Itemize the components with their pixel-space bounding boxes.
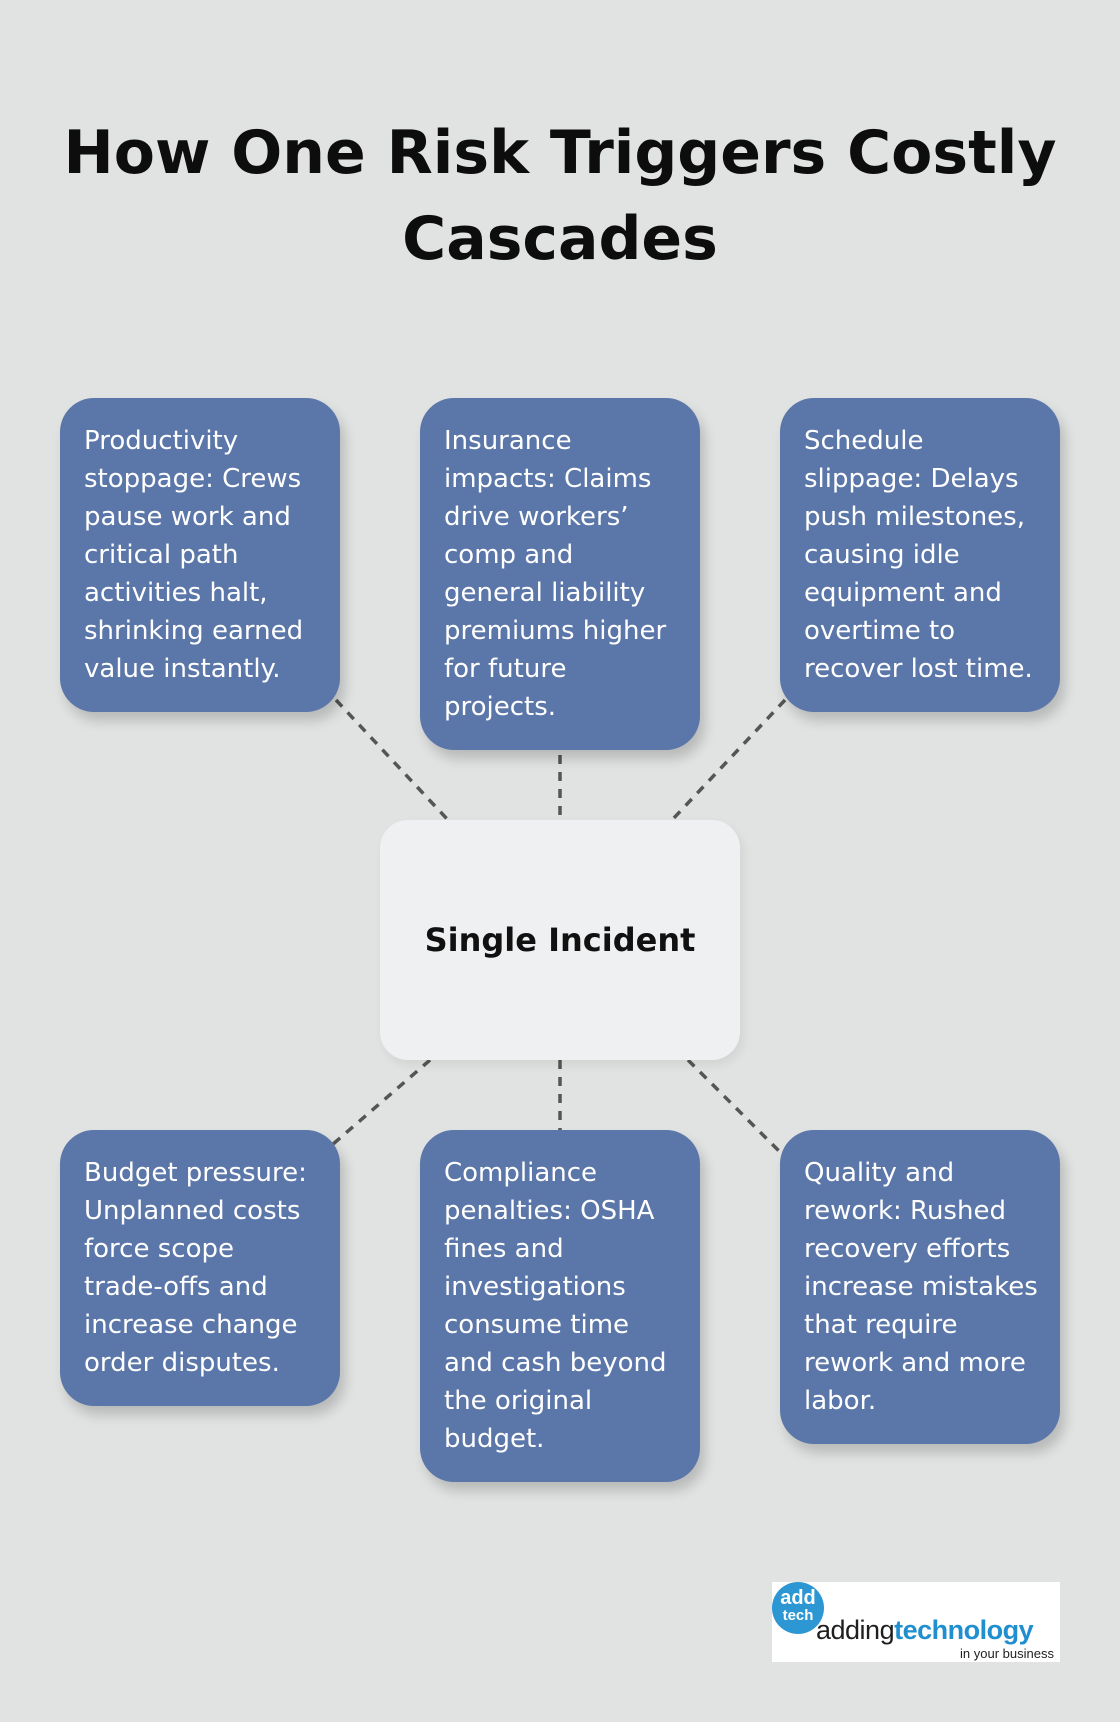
connector-schedule [670, 698, 787, 822]
card-text: Productivity stoppage: Crews pause work … [84, 426, 304, 684]
diagram-title: How One Risk Triggers Costly Cascades [63, 118, 1057, 274]
logo-tagline: in your business [960, 1646, 1054, 1661]
logo-badge-bottom: tech [782, 1607, 814, 1624]
card-text: Insurance impacts: Claims drive workers’… [444, 426, 667, 722]
card-schedule-slippage: Schedule slippage: Delays push milestone… [780, 398, 1060, 712]
connector-quality [686, 1058, 787, 1159]
card-compliance-penalties: Compliance penalties: OSHA fines and inv… [420, 1130, 700, 1482]
center-label: Single Incident [424, 921, 696, 959]
logo-badge-top: add [780, 1587, 816, 1609]
card-text: Schedule slippage: Delays push milestone… [804, 426, 1033, 684]
logo-badge: add tech [772, 1582, 824, 1634]
center-node: Single Incident [380, 820, 740, 1060]
card-budget-pressure: Budget pressure: Unplanned costs force s… [60, 1130, 340, 1406]
logo-wordmark-technology: technology [894, 1615, 1034, 1645]
card-quality-rework: Quality and rework: Rushed recovery effo… [780, 1130, 1060, 1444]
card-text: Budget pressure: Unplanned costs force s… [84, 1158, 307, 1378]
card-insurance-impacts: Insurance impacts: Claims drive workers’… [420, 398, 700, 750]
card-productivity-stoppage: Productivity stoppage: Crews pause work … [60, 398, 340, 712]
connector-budget [330, 1058, 432, 1147]
connector-productivity [334, 698, 450, 822]
logo-wordmark: addingtechnology [816, 1615, 1034, 1646]
card-text: Quality and rework: Rushed recovery effo… [804, 1158, 1038, 1416]
logo-wordmark-adding: adding [816, 1615, 895, 1645]
company-logo: add tech addingtechnology in your busine… [772, 1582, 1060, 1662]
card-text: Compliance penalties: OSHA fines and inv… [444, 1158, 667, 1454]
